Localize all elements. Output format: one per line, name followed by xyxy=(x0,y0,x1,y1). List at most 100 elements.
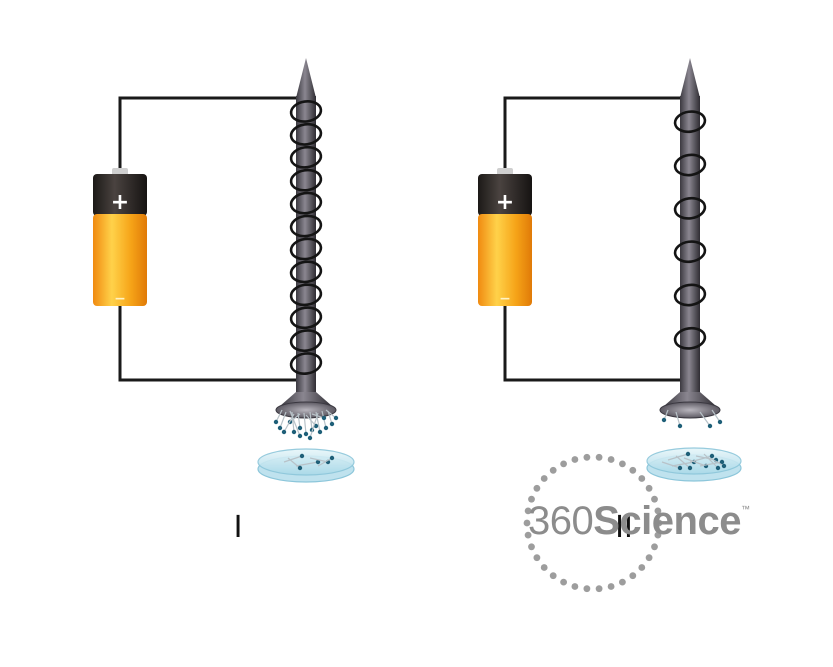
watermark-dot xyxy=(638,564,646,571)
coil-turn xyxy=(673,153,707,177)
watermark-dot xyxy=(651,495,658,503)
pin-head xyxy=(333,415,339,421)
watermark-dot xyxy=(528,543,535,551)
coil-turn xyxy=(673,326,707,350)
watermark-dot xyxy=(607,456,615,463)
watermark-dot xyxy=(583,453,591,461)
pin-head xyxy=(297,433,303,439)
pin-head xyxy=(273,419,279,425)
watermark-dot xyxy=(560,578,567,586)
pin-head xyxy=(707,423,713,429)
coil-turn xyxy=(289,260,323,284)
pin-head xyxy=(677,465,683,471)
watermark-logo: 360Science™ xyxy=(528,499,750,543)
pin-head xyxy=(677,423,683,429)
pin-head xyxy=(715,465,721,471)
attracted-pins xyxy=(661,409,723,429)
battery-negative-sign: − xyxy=(499,291,511,307)
battery-positive-sign: + xyxy=(496,190,514,215)
watermark-dot xyxy=(619,578,626,586)
watermark-dot xyxy=(540,564,548,571)
watermark-dot xyxy=(629,572,637,580)
pin xyxy=(287,457,301,469)
pin-head xyxy=(277,425,283,431)
wire-coil xyxy=(673,110,707,350)
pin-head xyxy=(719,459,725,465)
pin-head xyxy=(709,453,715,459)
watermark-word: Science xyxy=(593,499,741,543)
petri-dish xyxy=(257,448,355,483)
pin-head xyxy=(307,435,313,441)
watermark-dot xyxy=(629,466,637,474)
wire xyxy=(503,96,680,172)
setup-2-label: II xyxy=(615,510,633,545)
watermark-dot xyxy=(549,466,557,474)
coil-turn xyxy=(289,329,323,353)
coil-turn xyxy=(289,168,323,192)
watermark-dot xyxy=(528,495,535,503)
watermark-dot xyxy=(607,583,615,590)
coil-turn xyxy=(289,237,323,261)
watermark-dot xyxy=(571,456,579,463)
watermark-dot xyxy=(583,585,591,593)
watermark-dot xyxy=(645,554,653,562)
pin xyxy=(279,411,287,429)
pin xyxy=(683,457,707,467)
pin-head xyxy=(661,417,667,423)
coil-turn xyxy=(673,283,707,307)
wire xyxy=(118,305,296,382)
watermark-dot xyxy=(651,543,658,551)
coil-turn xyxy=(289,191,323,215)
pin-head xyxy=(323,425,329,431)
watermark-dot xyxy=(571,583,579,590)
pin-head xyxy=(313,423,319,429)
coil-turn xyxy=(289,145,323,169)
wire xyxy=(118,96,296,172)
watermark-dot xyxy=(645,484,653,492)
coil-turn xyxy=(673,240,707,264)
pin-head xyxy=(717,419,723,425)
watermark-dot xyxy=(595,453,603,461)
pin-head xyxy=(329,421,335,427)
watermark-trademark: ™ xyxy=(740,504,750,514)
watermark-dot xyxy=(638,475,646,482)
pin xyxy=(303,412,307,435)
petri-dish xyxy=(646,447,742,482)
pin-head xyxy=(303,431,309,437)
pin-head xyxy=(321,415,327,421)
watermark-dot xyxy=(524,531,532,539)
attracted-pins xyxy=(273,409,339,441)
pin xyxy=(289,410,301,437)
watermark-dot xyxy=(533,554,541,562)
watermark-dot xyxy=(619,460,626,468)
pin xyxy=(327,410,333,425)
pin-head xyxy=(685,451,691,457)
coil-turn xyxy=(289,122,323,146)
pin xyxy=(711,409,721,423)
pin-head xyxy=(297,425,303,431)
pin-head xyxy=(687,465,693,471)
watermark-dot xyxy=(540,475,548,482)
iron-nail xyxy=(659,58,721,419)
coil-turn xyxy=(673,196,707,220)
coil-turn xyxy=(289,283,323,307)
setup-1-label: I xyxy=(233,510,243,545)
pin xyxy=(661,461,681,469)
watermark-number: 360 xyxy=(528,499,594,543)
pin xyxy=(699,411,711,427)
pin xyxy=(675,455,691,469)
watermark-dot xyxy=(560,460,567,468)
pin-head xyxy=(329,455,335,461)
battery: + − xyxy=(93,168,147,307)
pin xyxy=(283,455,303,463)
pin-head xyxy=(291,429,297,435)
battery-positive-sign: + xyxy=(111,190,129,215)
watermark-dot xyxy=(523,519,531,527)
pin xyxy=(317,457,333,467)
watermark-dot xyxy=(533,484,541,492)
pin-head xyxy=(299,453,305,459)
setup-2-circuit: + − xyxy=(478,58,742,482)
battery: + − xyxy=(478,168,532,307)
wire-coil xyxy=(289,100,323,375)
